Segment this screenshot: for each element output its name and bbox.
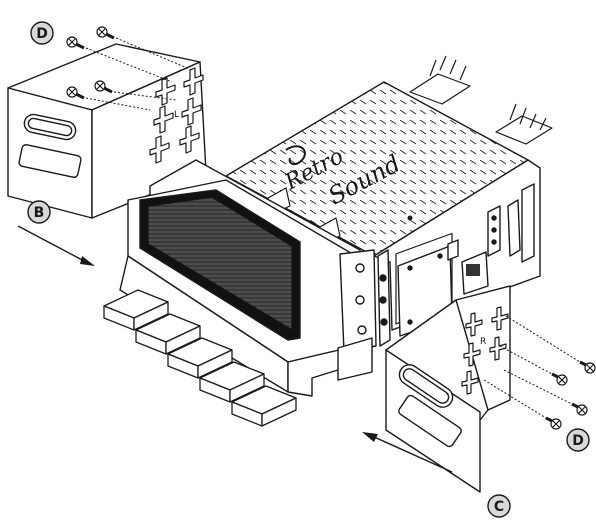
radio-unit: Retro Sound	[103, 55, 553, 427]
callout-b: B	[27, 200, 51, 224]
bracket-mark-right: R	[480, 337, 486, 347]
callout-d-top: D	[30, 21, 54, 45]
screws-right	[483, 315, 596, 430]
screw-icon	[94, 80, 113, 94]
callout-d-top-label: D	[36, 26, 48, 42]
screw-icon	[66, 86, 85, 100]
bracket-mark-left: L	[174, 110, 179, 120]
arrow-icon	[362, 432, 453, 473]
screw-icon	[96, 26, 115, 40]
callout-b-label: B	[34, 205, 45, 221]
screw-icon	[551, 372, 568, 386]
arrow-icon	[17, 225, 95, 266]
rear-connectors	[409, 55, 553, 145]
screw-icon	[579, 360, 596, 374]
right-mounting-bracket: R	[385, 285, 511, 493]
screw-icon	[545, 416, 562, 430]
callout-c: C	[487, 494, 511, 518]
callout-c-label: C	[494, 499, 504, 515]
screw-icon	[66, 36, 85, 50]
callout-d-bottom: D	[566, 428, 590, 452]
preset-buttons	[103, 289, 297, 427]
callout-d-bottom-label: D	[572, 433, 584, 449]
screws-top-left	[66, 26, 193, 111]
screw-icon	[571, 402, 588, 416]
